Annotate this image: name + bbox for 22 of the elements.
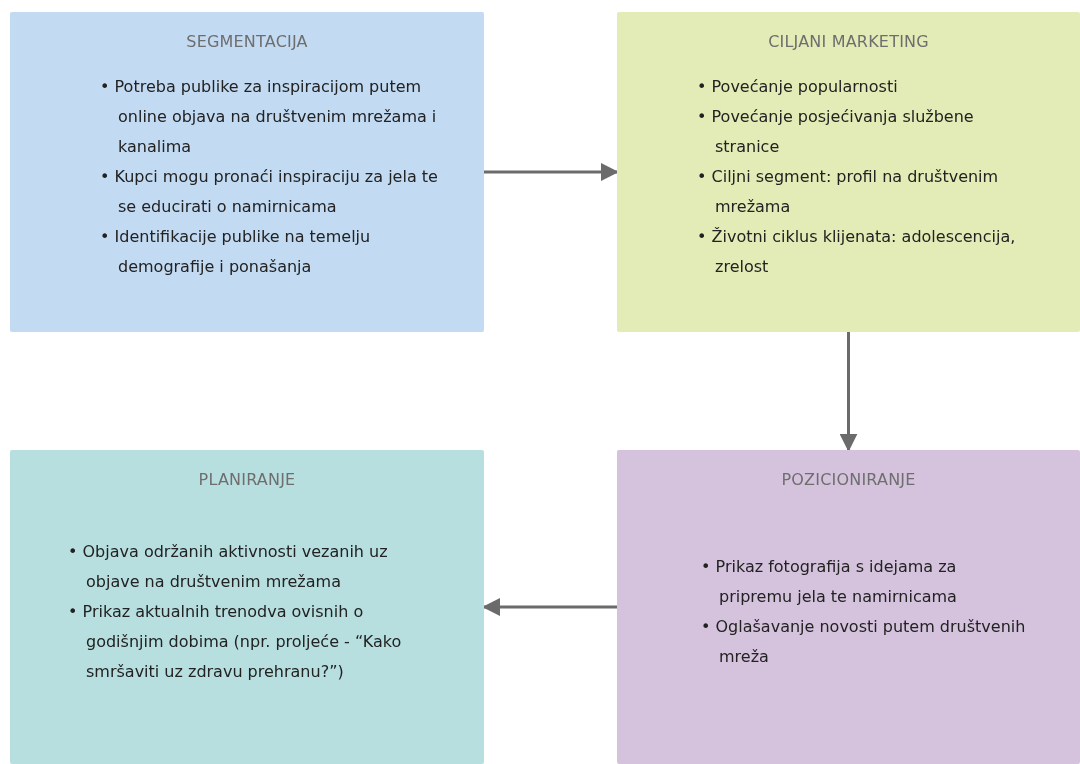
process-box bbox=[617, 450, 1080, 764]
bullet-item: • Objava održanih aktivnosti vezanih uz objave na društvenim mrežama bbox=[68, 541, 389, 593]
bullet-item: • Kupci mogu pronaći inspiraciju za jela te se educirati o namirnicama bbox=[100, 166, 439, 218]
bullet-item: • Identifikacije publike na temelju demografije i ponašanja bbox=[100, 226, 372, 278]
bullet-item: • Povećanje posjećivanja službene stranice bbox=[697, 106, 975, 158]
bullet-item: • Potreba publike za inspiracijom putem online objava na društvenim mrežama i kanalima bbox=[100, 76, 438, 158]
bullet-item: • Povećanje popularnosti bbox=[697, 76, 899, 98]
bullet-item: • Ciljni segment: profil na društvenim mrežama bbox=[697, 166, 1000, 218]
bullet-item: • Prikaz fotografija s idejama za pripremu jela te namirnicama bbox=[701, 556, 958, 608]
box-heading: POZICIONIRANJE bbox=[781, 470, 916, 489]
box-heading: PLANIRANJE bbox=[198, 470, 296, 489]
bullet-item: • Prikaz aktualnih trenodva ovisnih o godišnjim dobima (npr. proljeće - “Kako smršaviti uz zdravu prehranu?”) bbox=[68, 601, 403, 683]
process-box bbox=[10, 12, 484, 332]
arrow bbox=[839, 332, 858, 452]
arrow bbox=[484, 163, 619, 181]
bullet-item: • Oglašavanje novosti putem društvenih mreža bbox=[701, 616, 1027, 668]
box-heading: SEGMENTACIJA bbox=[186, 32, 308, 51]
process-box bbox=[10, 450, 484, 764]
bullet-item: • Životni ciklus klijenata: adolescencija, zrelost bbox=[697, 226, 1017, 278]
process-box bbox=[617, 12, 1080, 332]
box-heading: CILJANI MARKETING bbox=[768, 32, 929, 51]
arrow bbox=[482, 598, 617, 616]
